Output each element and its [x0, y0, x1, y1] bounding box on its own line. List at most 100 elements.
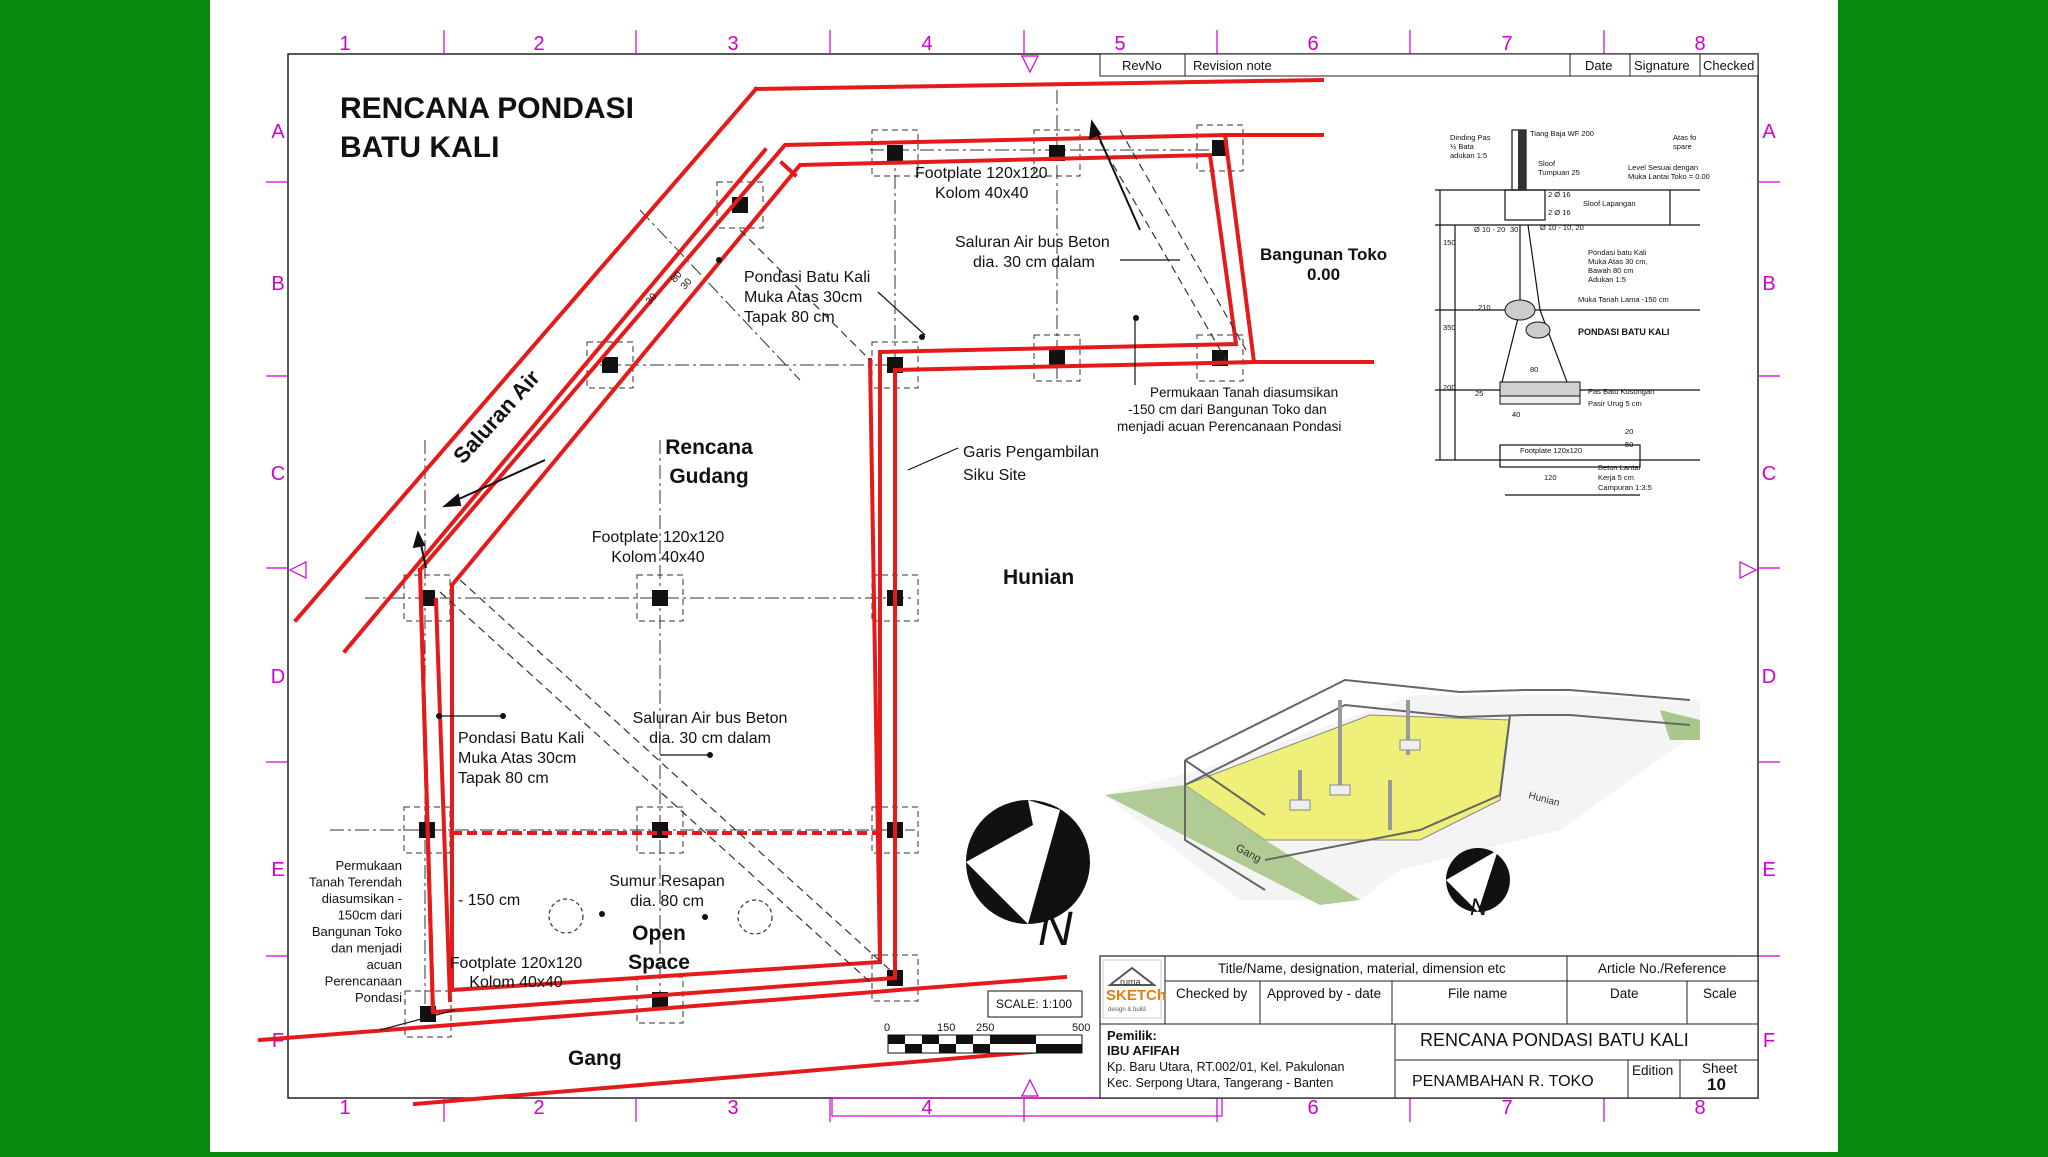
detail-label: ½ Bata: [1450, 142, 1475, 151]
detail-label: Level Sesuai dengan: [1628, 163, 1698, 172]
title-header: Title/Name, designation, material, dimen…: [1218, 961, 1506, 976]
grid-col-label: 5: [1114, 33, 1125, 55]
detail-label: 2 Ø 16: [1548, 190, 1571, 199]
grid-reference-labels: 1 2 3 4 5 6 7 8 1 2 3 4 6 7 8 A B C D E …: [271, 33, 1777, 1119]
owner-label: Pemilik:: [1107, 1028, 1157, 1043]
detail-label: Tumpuan 25: [1538, 168, 1580, 177]
grid-col-label: 2: [533, 33, 544, 55]
footplate-outline: [636, 574, 684, 622]
grid-row-label: E: [271, 859, 284, 881]
title-line-1: RENCANA PONDASI: [340, 92, 634, 125]
revision-note-header: Revision note: [1193, 58, 1272, 73]
grid-col-label: 6: [1307, 1097, 1318, 1119]
north-arrow: N: [966, 800, 1090, 956]
footplate-outline: [403, 574, 451, 622]
detail-label: Muka Atas 30 cm,: [1588, 257, 1648, 266]
detail-label: spare: [1673, 142, 1692, 151]
sumur-resapan-wells: [548, 898, 773, 935]
bottom-bracket: [831, 1097, 1223, 1117]
column: [652, 822, 668, 838]
scale-tick: 150: [937, 1022, 955, 1034]
address-line-2: Kec. Serpong Utara, Tangerang - Banten: [1107, 1076, 1333, 1090]
grid-col-label: 1: [339, 1097, 350, 1119]
grid-col-label: 7: [1501, 33, 1512, 55]
detail-label: Ø 10 - 20: [1474, 225, 1505, 234]
hunian-label: Hunian: [1003, 566, 1074, 589]
detail-label: Ø 10 - 10, 20: [1540, 223, 1584, 232]
center-mark: [1739, 561, 1758, 579]
detail-label: 200: [1443, 383, 1456, 392]
detail-label: Campuran 1:3:5: [1598, 483, 1652, 492]
column: [887, 145, 903, 161]
detail-label: 2 Ø 16: [1548, 208, 1571, 217]
footplate-outline: [1196, 124, 1244, 172]
detail-label: 50: [1625, 440, 1633, 449]
detail-label: PONDASI BATU KALI: [1578, 327, 1669, 337]
detail-label: adukan 1:5: [1450, 151, 1487, 160]
grid-row-label: B: [1762, 273, 1775, 295]
column: [652, 590, 668, 606]
footplate-outline: [404, 990, 452, 1038]
grid-row-label: B: [271, 273, 284, 295]
scale-cell: [973, 1044, 990, 1053]
leader-dots: [436, 257, 1139, 920]
signature-header: Signature: [1634, 58, 1690, 73]
column: [1049, 350, 1065, 366]
minus-150-label: - 150 cm: [458, 892, 520, 909]
detail-label: Sloof Lapangan: [1583, 199, 1636, 208]
detail-label: 210: [1478, 303, 1491, 312]
grid-row-label: F: [272, 1030, 284, 1052]
center-mark: [1021, 1078, 1039, 1097]
footplate-outline: [636, 806, 684, 854]
scale-cell: [905, 1044, 922, 1053]
grid-col-label: 8: [1694, 33, 1705, 55]
footplate-outline: [1196, 334, 1244, 382]
center-mark: [288, 561, 307, 579]
column: [1212, 140, 1228, 156]
column: [419, 590, 435, 606]
grid-col-label: 2: [533, 1097, 544, 1119]
grid-reference: [266, 30, 1780, 1122]
detail-label: Kerja 5 cm: [1598, 473, 1634, 482]
grid-row-label: F: [1763, 1030, 1775, 1052]
grid-col-label: 7: [1501, 1097, 1512, 1119]
grid-col-label: 6: [1307, 33, 1318, 55]
checked-header: Checked: [1703, 58, 1754, 73]
detail-label: Beton Lantai: [1598, 463, 1640, 472]
article-header: Article No./Reference: [1598, 961, 1726, 976]
revision-table: RevNo Revision note Date Signature Check…: [1099, 53, 1759, 77]
grid-col-label: 4: [921, 1097, 932, 1119]
project-title: PENAMBAHAN R. TOKO: [1412, 1073, 1594, 1090]
revno-header: RevNo: [1122, 58, 1162, 73]
grid-row-label: C: [271, 463, 285, 485]
grid-row-label: C: [1762, 463, 1776, 485]
grid-col-label: 8: [1694, 1097, 1705, 1119]
detail-label: Muka Lantai Toko = 0.00: [1628, 172, 1710, 181]
drawing-title-tb: RENCANA PONDASI BATU KALI: [1420, 1030, 1689, 1050]
detail-label: Tiang Baja WF 200: [1530, 129, 1594, 138]
scale-label: SCALE: 1:100: [996, 997, 1072, 1011]
detail-label: Dinding Pas: [1450, 133, 1491, 142]
address-line-1: Kp. Baru Utara, RT.002/01, Kel. Pakulona…: [1107, 1060, 1344, 1074]
checked-by-header: Checked by: [1176, 986, 1248, 1001]
detail-label: Pasir Urug 5 cm: [1588, 399, 1642, 408]
logo-main: SKETCh: [1106, 987, 1166, 1004]
detail-label: Pondasi batu Kali: [1588, 248, 1647, 257]
detail-label: Bawah 80 cm: [1588, 266, 1633, 275]
detail-label: Sloof: [1538, 159, 1556, 168]
grid-row-label: D: [271, 666, 285, 688]
grid-col-label: 1: [339, 33, 350, 55]
